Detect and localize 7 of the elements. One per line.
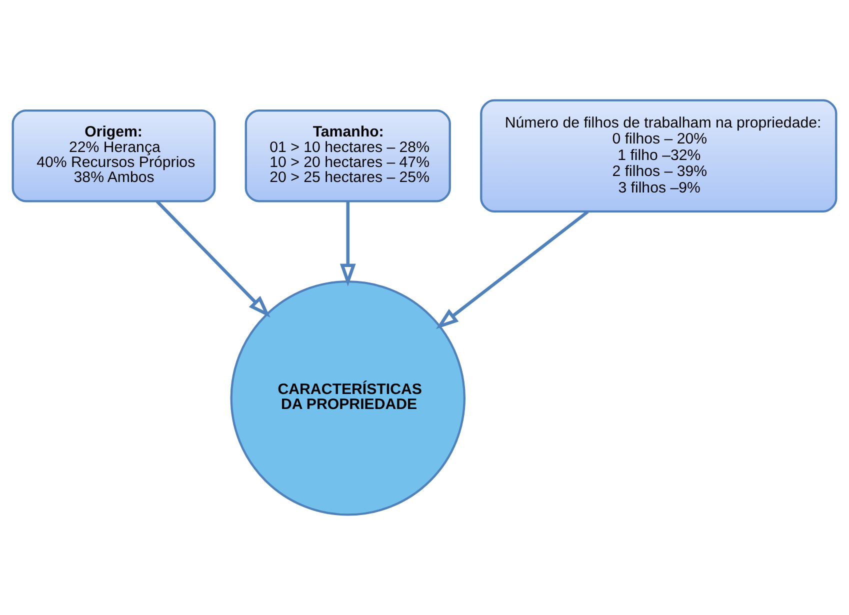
arrow — [340, 201, 356, 286]
node-box: Número de filhos de trabalham na propriedade: 0 filhos – 20% 1 filho –32% 2 filhos – 39% 3 filhos –9% — [480, 99, 838, 213]
node-circle: CARACTERÍSTICAS DA PROPRIEDADE — [230, 280, 466, 516]
node-box: Origem: 22% Herança 40% Recursos Próprios 38% Ambos — [12, 110, 216, 202]
arrow — [436, 210, 589, 330]
arrow — [156, 200, 270, 318]
node-box: Tamanho: 01 > 10 hectares – 28% 10 > 20 hectares – 47% 20 > 25 hectares – 25% — [244, 110, 451, 202]
